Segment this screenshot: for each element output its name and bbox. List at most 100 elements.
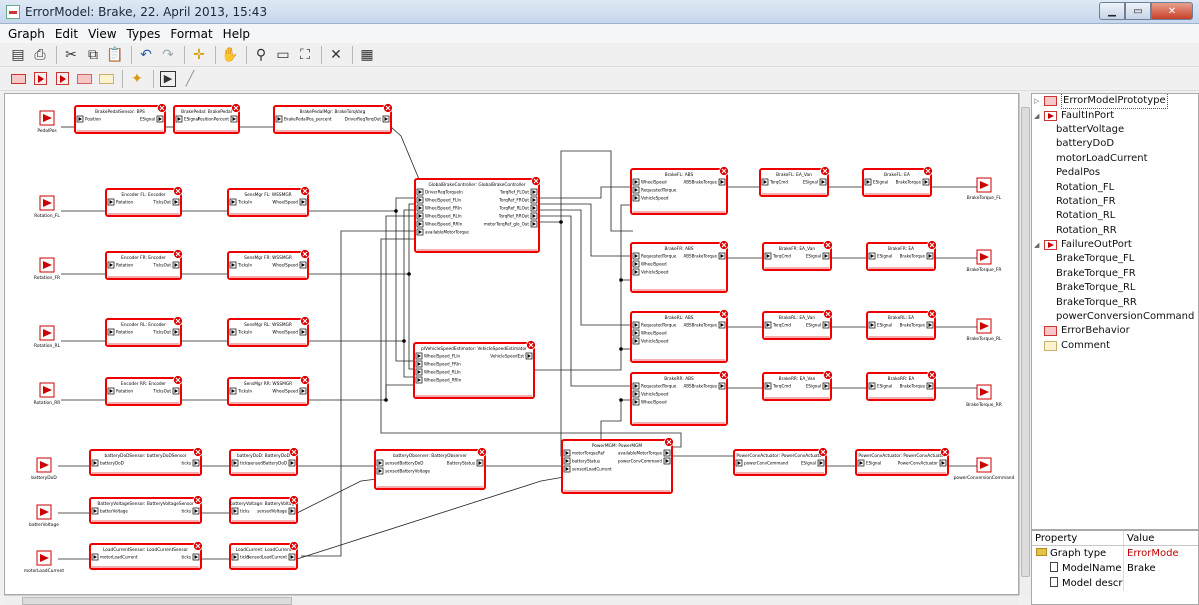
tree-item[interactable]: Rotation_FR xyxy=(1032,195,1198,209)
property-row[interactable]: Model descrip xyxy=(1032,576,1198,591)
port-Rotation_FR[interactable]: Rotation_FR xyxy=(34,257,60,281)
port-BrakeTorque_FL[interactable]: BrakeTorque_FL xyxy=(967,177,1002,201)
tree-item[interactable]: BrakeTorque_FR xyxy=(1032,267,1198,281)
close-block-icon[interactable] xyxy=(300,316,310,326)
block-pca2[interactable]: PowerConvActuator: PowerConvActuatorESig… xyxy=(855,447,950,476)
delete-icon[interactable]: ✕ xyxy=(330,46,342,63)
connection-wire[interactable] xyxy=(385,384,416,400)
fit-icon[interactable]: ⛶ xyxy=(300,46,310,63)
arrow-connector-icon[interactable]: ▶ xyxy=(160,70,176,87)
close-block-icon[interactable] xyxy=(173,186,183,196)
tree-item[interactable]: BrakeTorque_FL xyxy=(1032,252,1198,266)
close-block-icon[interactable] xyxy=(664,437,674,447)
connection-wire[interactable] xyxy=(538,186,633,199)
tree-item[interactable]: Rotation_RR xyxy=(1032,224,1198,238)
port-BrakeTorque_RL[interactable]: BrakeTorque_RL xyxy=(967,318,1002,342)
tree-item[interactable]: batteryDoD xyxy=(1032,137,1198,151)
close-block-icon[interactable] xyxy=(289,541,299,551)
block-absfr[interactable]: BrakeFR: ABSRequestedTorqueWheelSpeedVeh… xyxy=(630,240,729,293)
block-bo[interactable]: batteryObserver: BatteryObserversensedBa… xyxy=(374,447,487,490)
zoom-box-icon[interactable]: ▭ xyxy=(276,46,290,63)
close-block-icon[interactable] xyxy=(300,186,310,196)
tree-item[interactable]: BrakeTorque_RL xyxy=(1032,281,1198,295)
port-motorLoadCurrent[interactable]: motorLoadCurrent xyxy=(24,550,64,574)
property-value[interactable] xyxy=(1124,576,1127,591)
failure-out-port-icon[interactable] xyxy=(54,71,70,87)
block-bvsens[interactable]: BatteryVoltageSensor: BatteryVoltageSens… xyxy=(89,495,203,524)
block-vse[interactable]: plVehicleSpeedEstimator: VehicleSpeedEst… xyxy=(413,340,536,399)
close-block-icon[interactable] xyxy=(823,370,833,380)
close-block-icon[interactable] xyxy=(531,176,541,186)
property-value[interactable]: Brake xyxy=(1127,563,1156,574)
connection-wire[interactable] xyxy=(403,341,416,378)
zoom-icon[interactable]: ⚲ xyxy=(255,46,267,63)
port-BrakeTorque_FR[interactable]: BrakeTorque_FR xyxy=(967,249,1002,273)
port-Rotation_RR[interactable]: Rotation_RR xyxy=(34,382,61,406)
error-model-prototype-icon[interactable] xyxy=(10,71,26,87)
undo-icon[interactable]: ↶ xyxy=(140,46,152,63)
close-block-icon[interactable] xyxy=(300,375,310,385)
tree-item[interactable]: powerConversionCommand xyxy=(1032,310,1198,324)
menu-help[interactable]: Help xyxy=(222,26,251,41)
port-powerConversionCommand[interactable]: powerConversionCommand xyxy=(954,457,1015,481)
close-block-icon[interactable] xyxy=(173,316,183,326)
error-behavior-icon[interactable] xyxy=(76,71,92,87)
port-BrakeTorque_RR[interactable]: BrakeTorque_RR xyxy=(966,384,1002,408)
connection-wire[interactable] xyxy=(600,400,622,456)
connection-wire[interactable] xyxy=(308,197,417,212)
grid-icon[interactable]: ▦ xyxy=(360,46,374,63)
tree-item[interactable]: ◢FaultInPort xyxy=(1032,108,1198,122)
menu-view[interactable]: View xyxy=(88,26,117,41)
port-batterVoltage[interactable]: batterVoltage xyxy=(29,504,59,528)
properties-icon[interactable]: ▤ xyxy=(11,46,25,63)
block-bp[interactable]: BrakePedal: BrakePedalESignalPositionPer… xyxy=(173,103,241,134)
connection-wire[interactable] xyxy=(380,238,682,448)
tree-item[interactable]: ErrorBehavior xyxy=(1032,324,1198,338)
port-Rotation_FL[interactable]: Rotation_FL xyxy=(34,195,60,219)
close-block-icon[interactable] xyxy=(231,103,241,113)
close-block-icon[interactable] xyxy=(818,447,828,457)
menu-types[interactable]: Types xyxy=(126,26,161,41)
menu-graph[interactable]: Graph xyxy=(8,26,45,41)
port-Rotation_RL[interactable]: Rotation_RL xyxy=(34,325,61,349)
scroll-thumb[interactable] xyxy=(22,597,292,605)
connection-wire[interactable] xyxy=(538,221,564,457)
close-block-icon[interactable] xyxy=(300,249,310,259)
close-block-icon[interactable] xyxy=(526,340,536,350)
close-block-icon[interactable] xyxy=(193,495,203,505)
cut-icon[interactable]: ✂ xyxy=(65,46,77,63)
connection-wire[interactable] xyxy=(538,209,633,326)
tree-item[interactable]: Comment xyxy=(1032,339,1198,353)
block-absrl[interactable]: BrakeRL: ABSRequestedTorqueWheelSpeedVeh… xyxy=(630,309,729,363)
tree-item[interactable]: ◢FailureOutPort xyxy=(1032,238,1198,252)
tree-item[interactable]: BrakeTorque_RR xyxy=(1032,295,1198,309)
tree-item[interactable]: PedalPos xyxy=(1032,166,1198,180)
close-block-icon[interactable] xyxy=(820,166,830,176)
close-block-icon[interactable] xyxy=(923,166,933,176)
tree-item[interactable]: ▷ErrorModelPrototype xyxy=(1032,94,1198,110)
block-pm[interactable]: PowerMGM: PowerMGMmotorTorqueRefbatteryS… xyxy=(561,437,674,494)
horizontal-scrollbar[interactable] xyxy=(4,595,1019,605)
menu-edit[interactable]: Edit xyxy=(54,26,79,41)
close-block-icon[interactable] xyxy=(289,447,299,457)
block-bdsens[interactable]: batteryDoDSensor: batteryDoDSensorbatter… xyxy=(89,447,203,476)
close-block-icon[interactable] xyxy=(173,249,183,259)
close-block-icon[interactable] xyxy=(193,541,203,551)
close-block-icon[interactable] xyxy=(719,240,729,250)
block-lcsens[interactable]: LoadCurrentSensor: LoadCurrentSensormoto… xyxy=(89,541,203,570)
